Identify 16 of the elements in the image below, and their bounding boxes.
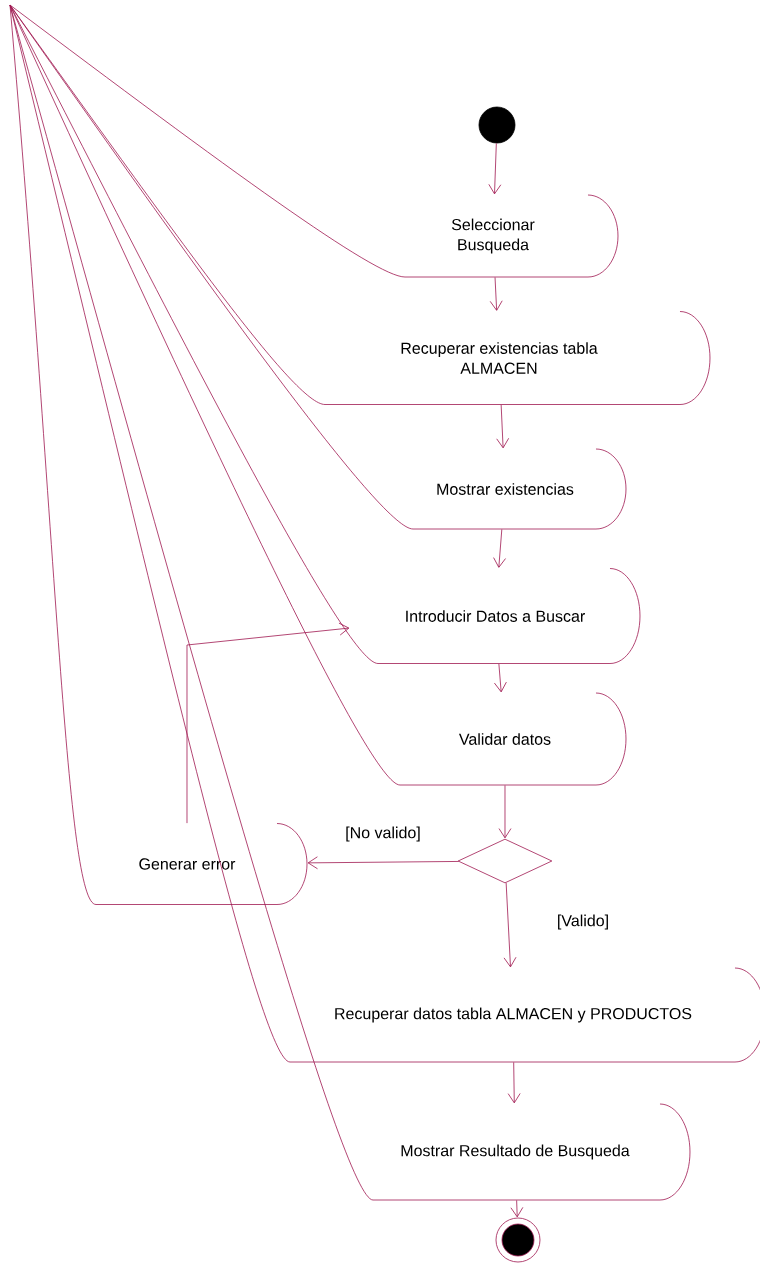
edge-label: [No valido] — [343, 825, 423, 843]
edge-label: [Valido] — [555, 913, 611, 931]
arrow — [503, 882, 517, 968]
arrow — [489, 277, 503, 311]
arrow — [307, 856, 459, 870]
end-bullseye — [495, 1217, 541, 1263]
arrow — [498, 785, 512, 839]
arrow — [507, 1062, 521, 1104]
start-dot — [478, 106, 516, 144]
arrow — [496, 404, 510, 449]
arrow — [510, 1200, 524, 1218]
arrow — [494, 663, 507, 693]
arrow — [488, 143, 502, 195]
arrow — [493, 529, 506, 568]
arrow — [186, 622, 350, 824]
decision-diamond — [457, 838, 553, 884]
